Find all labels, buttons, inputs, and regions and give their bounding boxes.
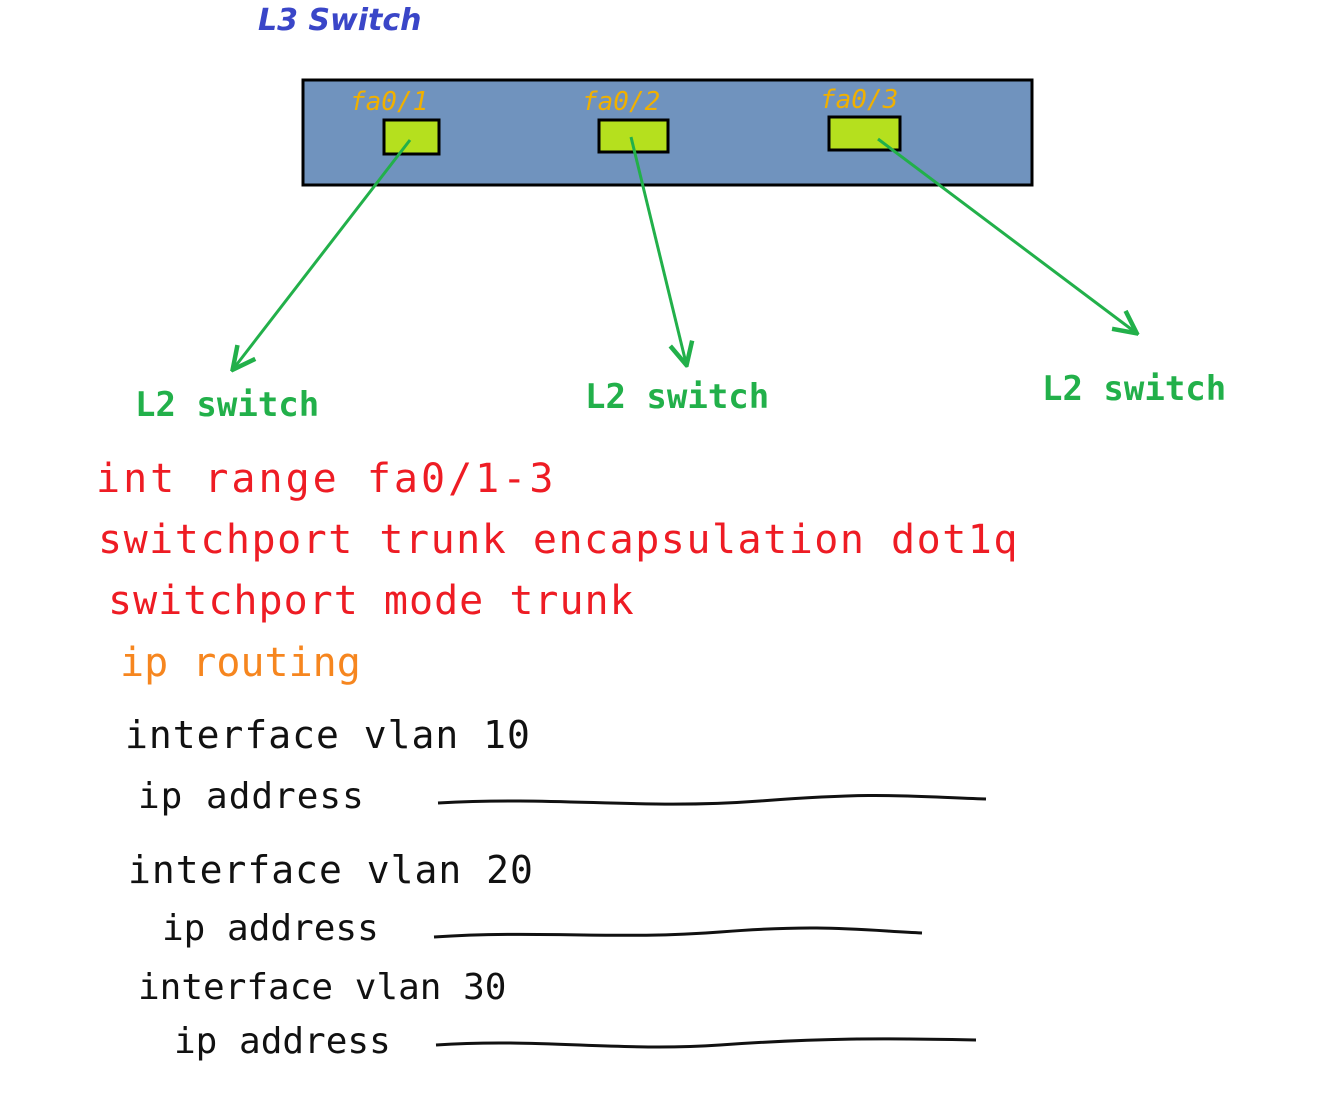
l3-switch-title: L3 Switch: [258, 3, 422, 38]
svi-vlan-30: interface vlan 30: [138, 967, 506, 1008]
config-line-int-range: int range fa0/1-3: [96, 456, 556, 502]
port-label-fa0-3: fa0/3: [820, 85, 898, 115]
svi-vlan-20: interface vlan 20: [128, 848, 534, 892]
port-fa0-3: [827, 115, 902, 152]
l2-switch-label-3: L2 switch: [1042, 369, 1226, 409]
port-fa0-1: [382, 118, 441, 156]
svi-vlan-10-ip-address-blank: [437, 793, 987, 806]
l2-switch-label-2: L2 switch: [585, 377, 769, 417]
arrow-to-l2-switch-1: [234, 139, 412, 368]
port-label-fa0-2: fa0/2: [582, 87, 660, 117]
arrow-to-l2-switch-3: [877, 137, 1135, 332]
svi-vlan-10-ip-address-label: ip address: [138, 776, 365, 817]
config-line-mode-trunk: switchport mode trunk: [108, 578, 635, 624]
port-label-fa0-1: fa0/1: [350, 87, 428, 117]
l2-switch-label-1: L2 switch: [135, 385, 319, 425]
config-line-trunk-encapsulation: switchport trunk encapsulation dot1q: [98, 517, 1019, 563]
config-line-ip-routing: ip routing: [120, 640, 361, 686]
svi-vlan-20-ip-address-label: ip address: [162, 908, 379, 949]
svi-vlan-20-ip-address-blank: [433, 926, 923, 939]
svi-vlan-10: interface vlan 10: [125, 713, 531, 757]
svi-vlan-30-ip-address-blank: [435, 1037, 977, 1049]
svi-vlan-30-ip-address-label: ip address: [174, 1021, 391, 1062]
arrow-to-l2-switch-2: [629, 136, 686, 363]
